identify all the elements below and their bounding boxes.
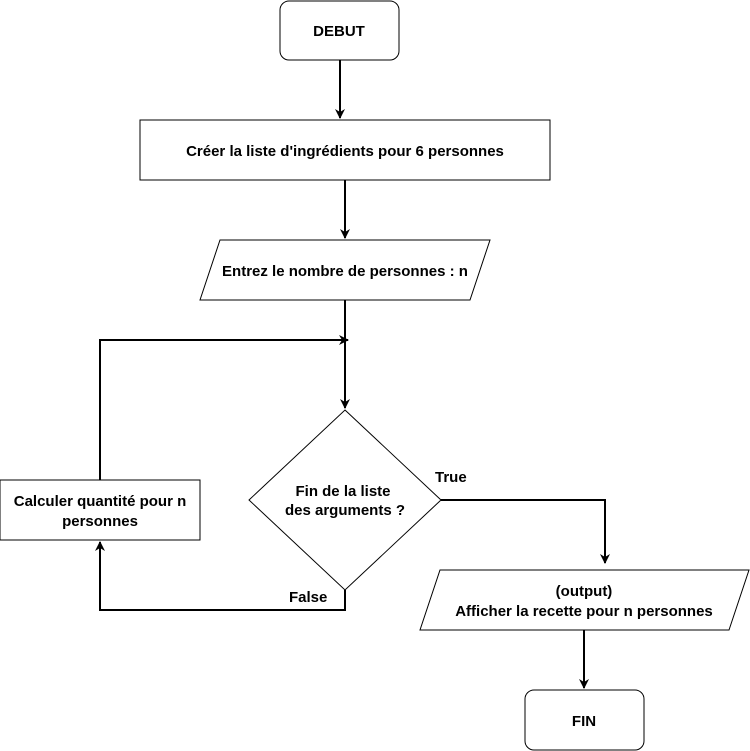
- edges: [95, 60, 610, 689]
- start-label: DEBUT: [313, 23, 365, 40]
- compute-label-line-2: personnes: [62, 513, 138, 530]
- true-edge-label: True: [435, 469, 467, 486]
- create-list-label: Créer la liste d'ingrédients pour 6 pers…: [186, 143, 504, 160]
- edge-decision-false-to-compute: [95, 541, 346, 611]
- input-label: Entrez le nombre de personnes : n: [222, 263, 468, 280]
- output-label-line-1: (output): [556, 583, 613, 600]
- output-label-line-2: Afficher la recette pour n personnes: [455, 603, 713, 620]
- output-node: [419, 569, 750, 631]
- input-node: [199, 239, 491, 301]
- false-edge-label: False: [289, 589, 327, 606]
- end-node: [524, 689, 645, 751]
- edge-compute-loop-back: [99, 335, 349, 480]
- compute-label-line-1: Calculer quantité pour n: [14, 493, 187, 510]
- start-node: [279, 0, 400, 61]
- end-label: FIN: [572, 713, 596, 730]
- compute-node: [0, 479, 201, 541]
- edge-labels: True False: [289, 469, 467, 606]
- decision-label-line-2: des arguments ?: [285, 502, 405, 519]
- decision-label-line-1: Fin de la liste: [295, 483, 390, 500]
- create-list-node: [139, 119, 551, 181]
- decision-node: [248, 409, 442, 591]
- node-labels: DEBUT Créer la liste d'ingrédients pour …: [14, 23, 713, 730]
- edge-decision-true-to-output: [441, 499, 610, 564]
